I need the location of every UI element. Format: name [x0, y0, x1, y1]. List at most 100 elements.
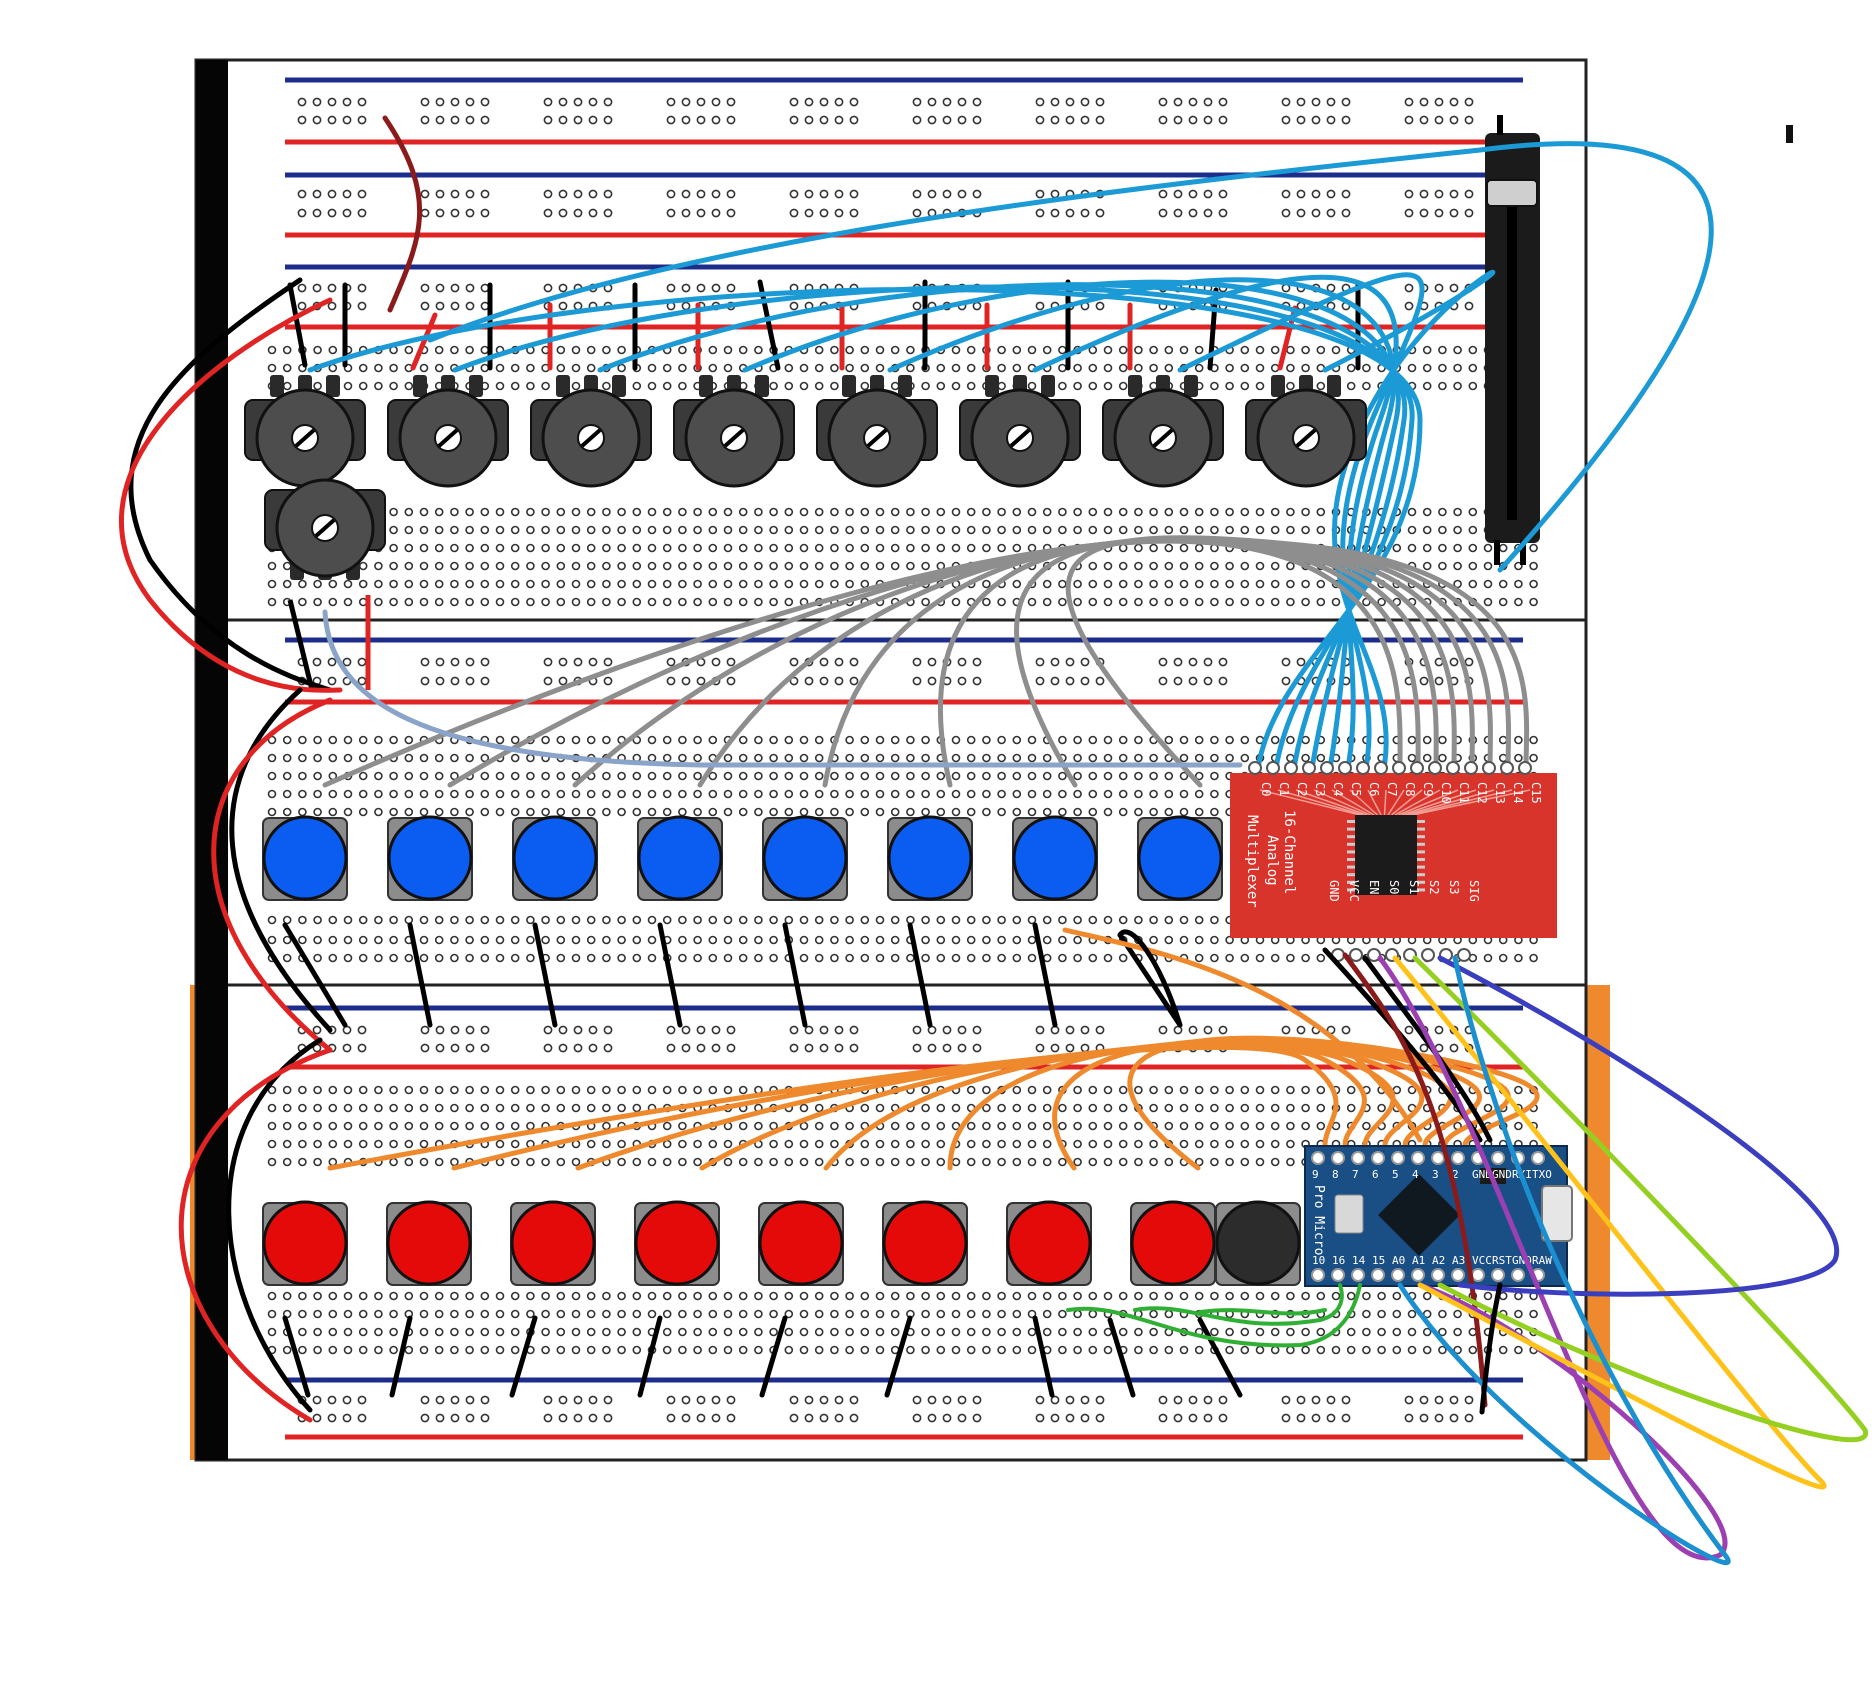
terminal-hole	[510, 953, 520, 963]
terminal-hole	[602, 771, 611, 781]
rail-hole	[789, 1395, 799, 1405]
pro-micro-pin-label: 10	[1312, 1254, 1325, 1267]
rail-hole	[480, 676, 490, 686]
pro-micro-crystal	[1334, 1194, 1364, 1234]
rail-hole	[666, 676, 676, 686]
terminal-hole	[769, 771, 778, 781]
terminal-hole	[404, 345, 414, 355]
terminal-hole	[1194, 561, 1204, 571]
terminal-hole	[495, 1103, 505, 1113]
rail-hole	[450, 1413, 460, 1423]
terminal-hole	[541, 507, 550, 517]
rail-hole	[972, 676, 982, 686]
terminal-hole	[997, 1103, 1006, 1113]
terminal-hole	[1027, 789, 1037, 799]
terminal-hole	[1134, 753, 1143, 763]
terminal-hole	[1088, 525, 1098, 535]
rail-hole	[681, 1043, 691, 1053]
terminal-hole	[404, 807, 414, 817]
terminal-hole	[1073, 1291, 1082, 1301]
terminal-hole	[1149, 1157, 1158, 1167]
terminal-hole	[1027, 1121, 1037, 1131]
terminal-hole	[602, 807, 611, 817]
mux-pin	[1446, 761, 1460, 775]
terminal-hole	[617, 1157, 626, 1167]
terminal-hole	[1422, 507, 1432, 517]
terminal-hole	[343, 1327, 353, 1337]
terminal-hole	[495, 1291, 505, 1301]
rail-hole	[1218, 657, 1228, 667]
terminal-hole	[1301, 597, 1310, 607]
terminal-hole	[1210, 1157, 1219, 1167]
pro-micro-pin-label: VCC	[1472, 1254, 1492, 1267]
rail-hole	[1341, 115, 1351, 125]
terminal-hole	[282, 915, 292, 925]
terminal-hole	[1301, 753, 1310, 763]
rail-hole	[465, 208, 475, 218]
rail-hole	[558, 115, 568, 125]
terminal-hole	[1088, 735, 1098, 745]
terminal-hole	[1088, 753, 1098, 763]
rail-hole	[465, 301, 475, 311]
terminal-hole	[678, 1157, 687, 1167]
rail-hole	[1158, 1395, 1168, 1405]
terminal-hole	[830, 915, 839, 925]
knob-slot	[580, 428, 602, 448]
terminal-hole	[1225, 1085, 1234, 1095]
terminal-hole	[1088, 789, 1098, 799]
terminal-hole	[1027, 1157, 1037, 1167]
chip-leg	[1417, 820, 1425, 823]
terminal-hole	[358, 807, 368, 817]
terminal-hole	[389, 579, 398, 589]
mux-trace	[1295, 789, 1368, 816]
black-power-loop	[128, 277, 333, 693]
terminal-hole	[708, 1309, 718, 1319]
terminal-hole	[434, 807, 444, 817]
terminal-hole	[510, 1291, 520, 1301]
terminal-hole	[495, 935, 505, 945]
terminal-hole	[1179, 735, 1189, 745]
terminal-hole	[647, 597, 657, 607]
terminal-hole	[419, 561, 429, 571]
mux-trace	[1383, 789, 1387, 816]
terminal-hole	[298, 1085, 307, 1095]
rail-hole	[357, 283, 367, 293]
rail-hole	[804, 208, 814, 218]
terminal-hole	[662, 597, 672, 607]
terminal-hole	[693, 1309, 702, 1319]
terminal-hole	[799, 771, 809, 781]
terminal-hole	[1514, 1345, 1523, 1355]
knob-pin	[1128, 375, 1142, 397]
terminal-hole	[556, 807, 566, 817]
terminal-hole	[1210, 1103, 1219, 1113]
terminal-hole	[313, 1139, 322, 1149]
pro-micro-pin	[1451, 1268, 1465, 1282]
terminal-hole	[495, 1139, 505, 1149]
terminal-hole	[389, 1309, 398, 1319]
terminal-hole	[799, 953, 809, 963]
terminal-hole	[1362, 1327, 1371, 1337]
terminal-hole	[1377, 1327, 1386, 1337]
terminal-hole	[723, 807, 733, 817]
terminal-hole	[1468, 525, 1478, 535]
rail-hole	[450, 657, 460, 667]
blue-button	[1012, 815, 1098, 901]
rail-hole	[1404, 301, 1414, 311]
pro-micro-pin	[1511, 1268, 1525, 1282]
rail-hole	[573, 1025, 583, 1035]
potentiometer	[1102, 375, 1224, 488]
terminal-hole	[860, 789, 870, 799]
terminal-hole	[738, 789, 748, 799]
terminal-hole	[906, 735, 915, 745]
terminal-hole	[1286, 363, 1295, 373]
terminal-hole	[1118, 1103, 1128, 1113]
terminal-hole	[1118, 1139, 1128, 1149]
terminal-hole	[1210, 789, 1219, 799]
terminal-hole	[936, 1291, 946, 1301]
terminal-hole	[1270, 1121, 1280, 1131]
rail-hole	[849, 189, 859, 199]
rail-hole	[1188, 676, 1198, 686]
rail-hole	[711, 1043, 721, 1053]
terminal-hole	[966, 953, 976, 963]
terminal-hole	[997, 543, 1006, 553]
